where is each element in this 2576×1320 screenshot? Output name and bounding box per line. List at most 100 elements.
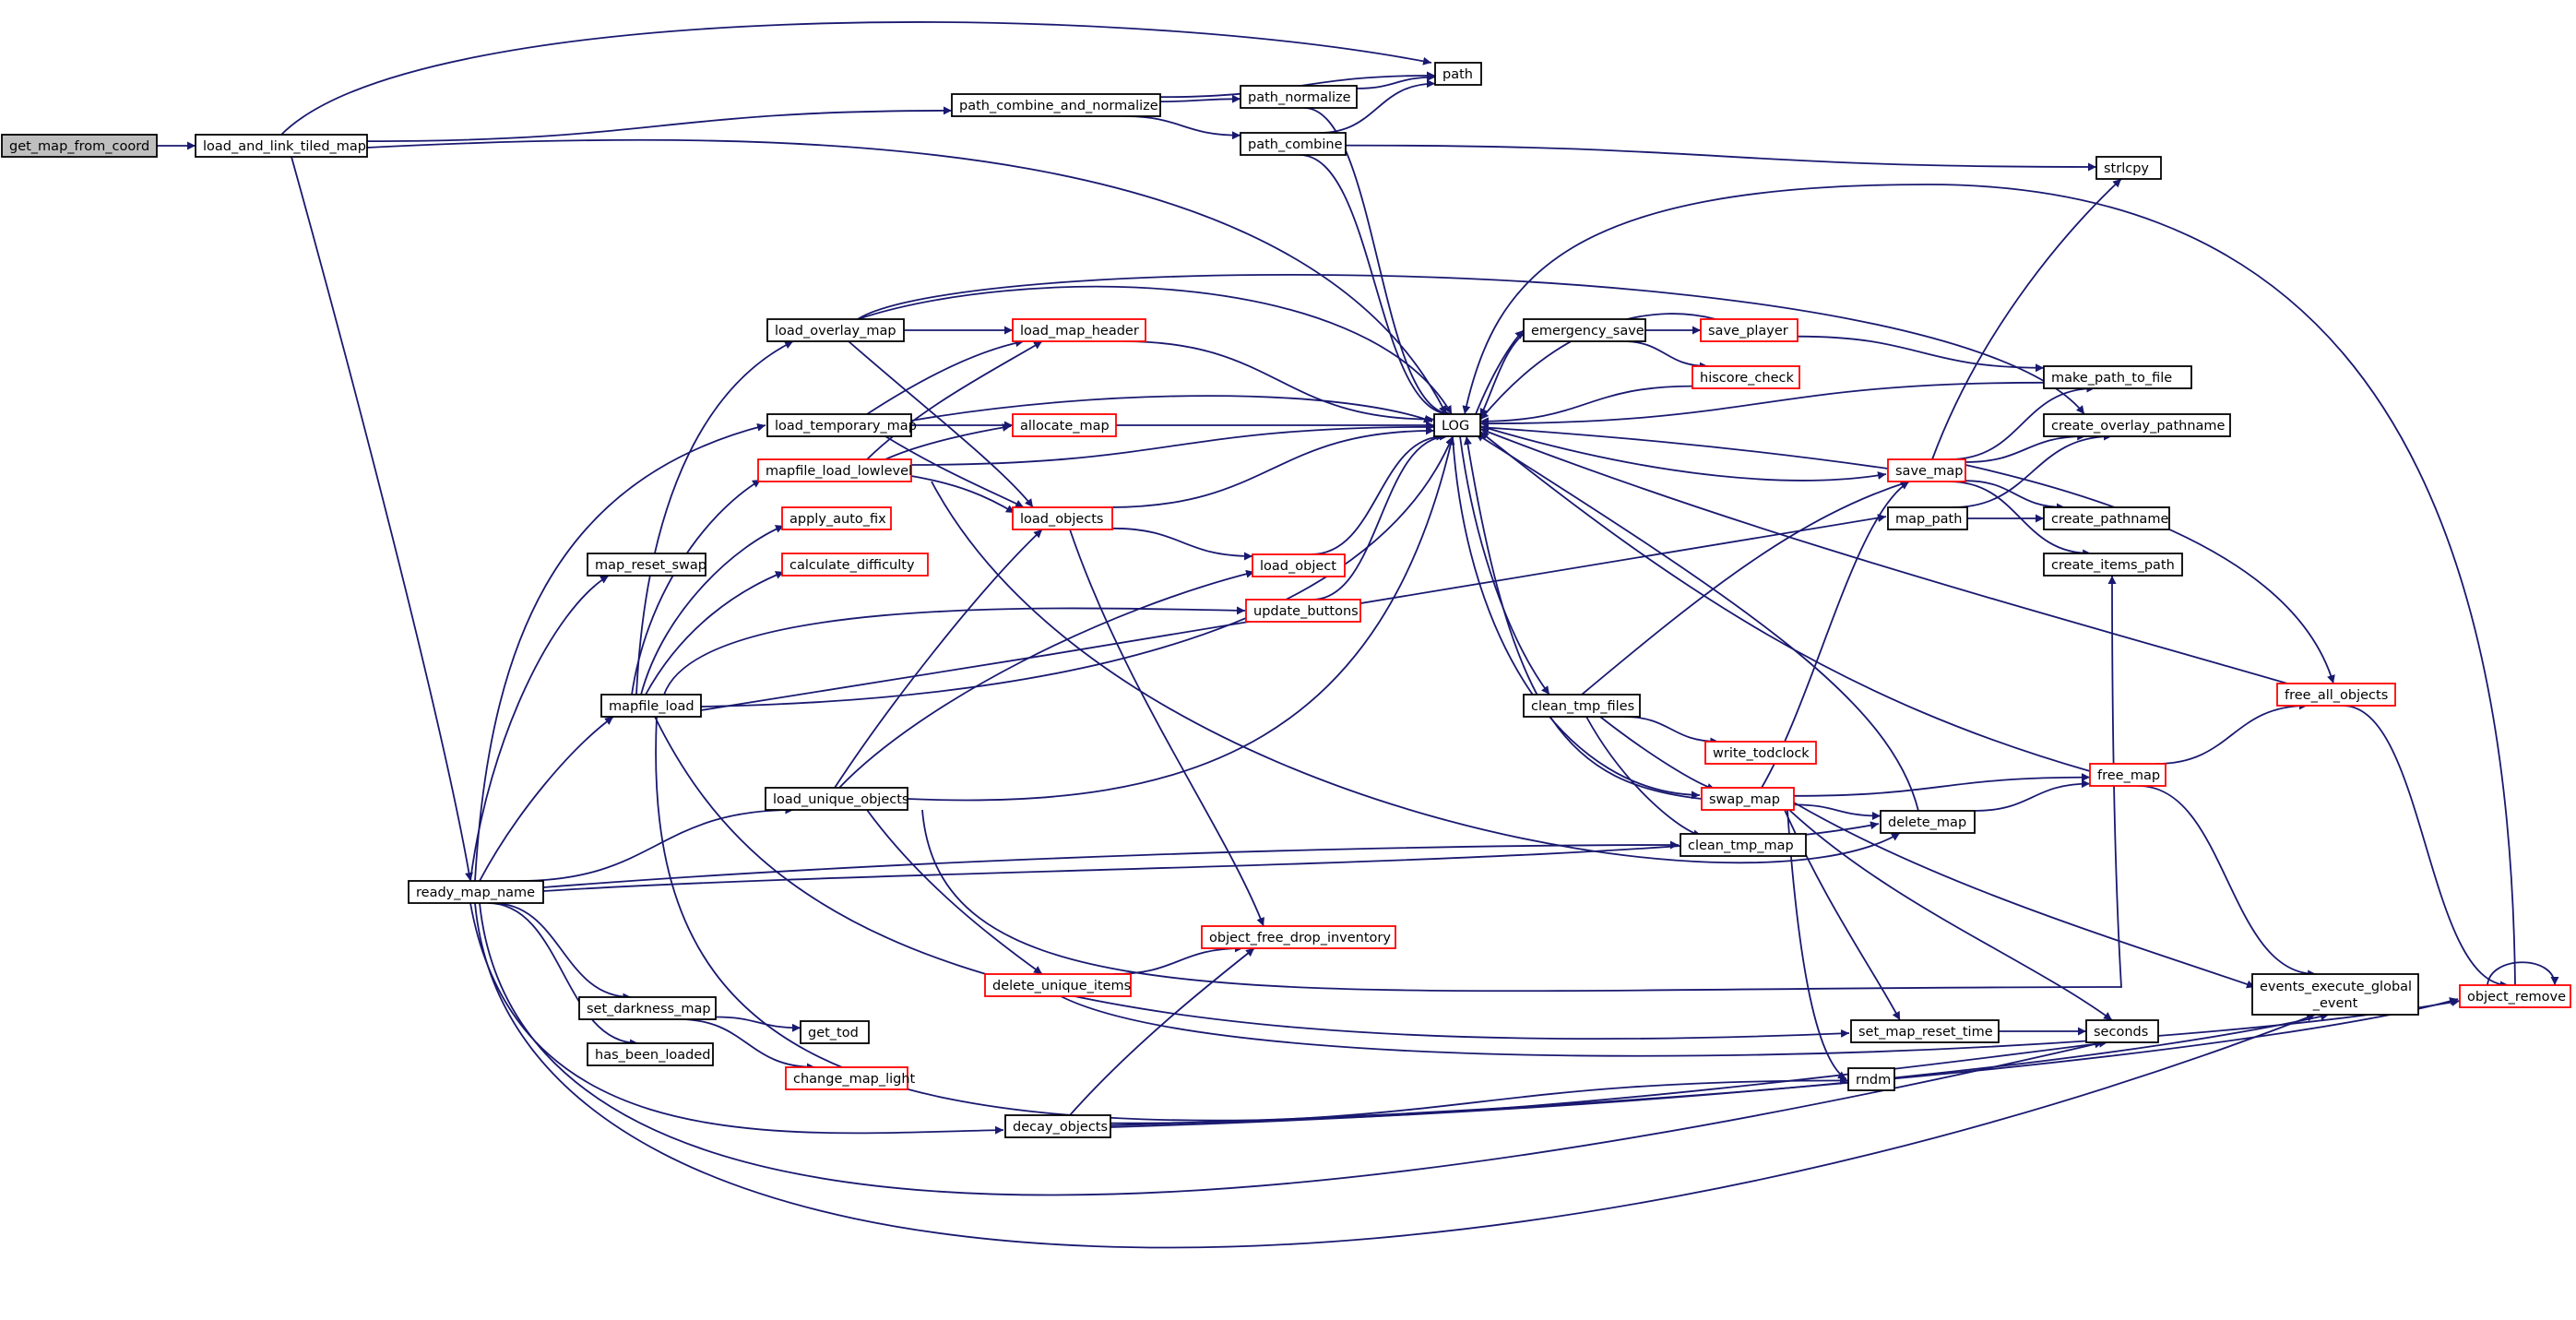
node-update_buttons[interactable]: update_buttons [1245,599,1361,623]
node-box [1704,741,1817,765]
node-box [951,93,1161,117]
node-calculate_difficulty[interactable]: calculate_difficulty [781,553,929,577]
edge-LOG-to-emergency_save [1475,329,1525,415]
node-create_items_path[interactable]: create_items_path [2043,553,2183,577]
node-save_map[interactable]: save_map [1887,458,1966,482]
edge-load_and_link_tiled_map-to-path [280,21,1432,136]
edge-path_combine_and_normalize-to-path_combine [1123,115,1241,140]
node-label: update_buttons [1253,604,1359,619]
node-delete_map[interactable]: delete_map [1880,810,1976,834]
node-create_overlay_pathname[interactable]: create_overlay_pathname [2043,413,2231,437]
edge-free_map-to-LOG [1479,431,2091,772]
node-set_map_reset_time[interactable]: set_map_reset_time [1850,1019,2000,1043]
edge-free_map-to-free_all_objects [2156,701,2308,765]
edge-mapfile_load-to-update_buttons [663,606,1246,696]
edge-swap_map-to-events_execute_global_event [1793,802,2256,989]
node-apply_auto_fix[interactable]: apply_auto_fix [781,506,892,530]
node-mapfile_load_lowlevel[interactable]: mapfile_load_lowlevel [757,458,912,482]
edge-decay_objects-to-rndm [1110,1076,1849,1124]
node-save_player[interactable]: save_player [1700,318,1798,342]
node-map_reset_swap[interactable]: map_reset_swap [587,553,706,577]
node-load_and_link_tiled_map[interactable]: load_and_link_tiled_map [195,134,368,158]
node-get_tod[interactable]: get_tod [800,1020,870,1044]
edge-free_all_objects-to-LOG [1479,428,2288,684]
node-make_path_to_file[interactable]: make_path_to_file [2043,365,2192,389]
node-map_path[interactable]: map_path [1887,506,1968,530]
node-mapfile_load[interactable]: mapfile_load [600,694,702,718]
node-allocate_map[interactable]: allocate_map [1012,413,1117,437]
node-path_combine[interactable]: path_combine [1240,132,1347,156]
node-get_map_from_coord[interactable]: get_map_from_coord [1,134,158,158]
node-label: save_map [1895,464,1963,479]
node-swap_map[interactable]: swap_map [1701,787,1795,811]
node-load_object[interactable]: load_object [1252,553,1346,577]
node-label: calculate_difficulty [789,558,915,573]
node-hiscore_check[interactable]: hiscore_check [1692,365,1800,389]
node-change_map_light[interactable]: change_map_light [785,1066,916,1090]
node-write_todclock[interactable]: write_todclock [1704,741,1817,765]
node-ready_map_name[interactable]: ready_map_name [408,880,544,904]
edge-load_map_header-to-LOG [1122,340,1435,424]
node-create_pathname[interactable]: create_pathname [2043,506,2170,530]
node-free_map[interactable]: free_map [2089,763,2166,787]
node-delete_unique_items[interactable]: delete_unique_items [984,973,1132,997]
node-path_combine_and_normalize[interactable]: path_combine_and_normalize [951,93,1161,117]
node-emergency_save[interactable]: emergency_save [1523,318,1646,342]
node-box [1680,833,1807,857]
node-path_normalize[interactable]: path_normalize [1240,85,1358,109]
node-box [1201,925,1396,949]
node-box [578,996,717,1020]
node-free_all_objects[interactable]: free_all_objects [2276,683,2396,707]
node-set_darkness_map[interactable]: set_darkness_map [578,996,717,1020]
node-events_execute_global_event[interactable]: events_execute_global_event [2251,973,2419,1016]
node-box [1700,318,1798,342]
node-box [195,134,368,158]
edge-path_normalize-to-path [1356,73,1436,89]
node-seconds[interactable]: seconds [2085,1019,2159,1043]
edge-decay_objects-to-events_execute_global_event [1110,1012,2330,1128]
edge-mapfile_load-to-calculate_difficulty [645,571,785,696]
node-load_temporary_map[interactable]: load_temporary_map [766,413,917,437]
edge-clean_tmp_files-to-clean_tmp_map [1585,716,1703,838]
nodes-layer: get_map_from_coord load_and_link_tiled_ma… [1,62,2571,1138]
node-object_free_drop_inventory[interactable]: object_free_drop_inventory [1201,925,1396,949]
node-load_overlay_map[interactable]: load_overlay_map [766,318,905,342]
node-rndm[interactable]: rndm [1847,1067,1895,1091]
node-strlcpy[interactable]: strlcpy [2095,156,2162,180]
edge-emergency_save-to-LOG [1479,333,1525,418]
node-label: free_all_objects [2285,688,2388,703]
node-box [2095,156,2162,180]
edge-delete_map-to-free_map [1974,779,2091,812]
node-label: path_normalize [1248,90,1351,105]
edge-update_buttons-to-LOG [1312,432,1449,601]
edge-load_unique_objects-to-load_object [838,569,1255,789]
node-label: create_overlay_pathname [2051,419,2226,434]
node-load_map_header[interactable]: load_map_header [1012,318,1146,342]
node-decay_objects[interactable]: decay_objects [1004,1114,1111,1138]
edge-mapfile_load-to-seconds [655,716,2108,1122]
node-object_remove[interactable]: object_remove [2459,984,2571,1008]
node-box [1012,506,1113,530]
node-label: mapfile_load [609,699,694,714]
node-path[interactable]: path [1434,62,1482,86]
node-label: has_been_loaded [595,1048,710,1063]
node-label: clean_tmp_files [1531,699,1634,714]
node-load_unique_objects[interactable]: load_unique_objects [765,787,908,811]
node-label: load_unique_objects [773,792,908,807]
node-box [1433,413,1481,437]
edge-mapfile_load-to-LOG [700,435,1454,708]
node-clean_tmp_files[interactable]: clean_tmp_files [1523,694,1641,718]
node-box [1240,85,1358,109]
node-box [1850,1019,2000,1043]
node-clean_tmp_map[interactable]: clean_tmp_map [1680,833,1807,857]
node-box [1887,506,1968,530]
node-load_objects[interactable]: load_objects [1012,506,1113,530]
edge-clean_tmp_files-to-save_map [1581,480,1910,696]
node-LOG[interactable]: LOG [1433,413,1481,437]
edge-save_player-to-make_path_to_file [1797,335,2045,373]
node-box [984,973,1132,997]
node-has_been_loaded[interactable]: has_been_loaded [587,1042,714,1066]
edge-load_temporary_map-to-load_objects [884,435,1025,508]
edge-load_temporary_map-to-LOG [910,395,1433,423]
